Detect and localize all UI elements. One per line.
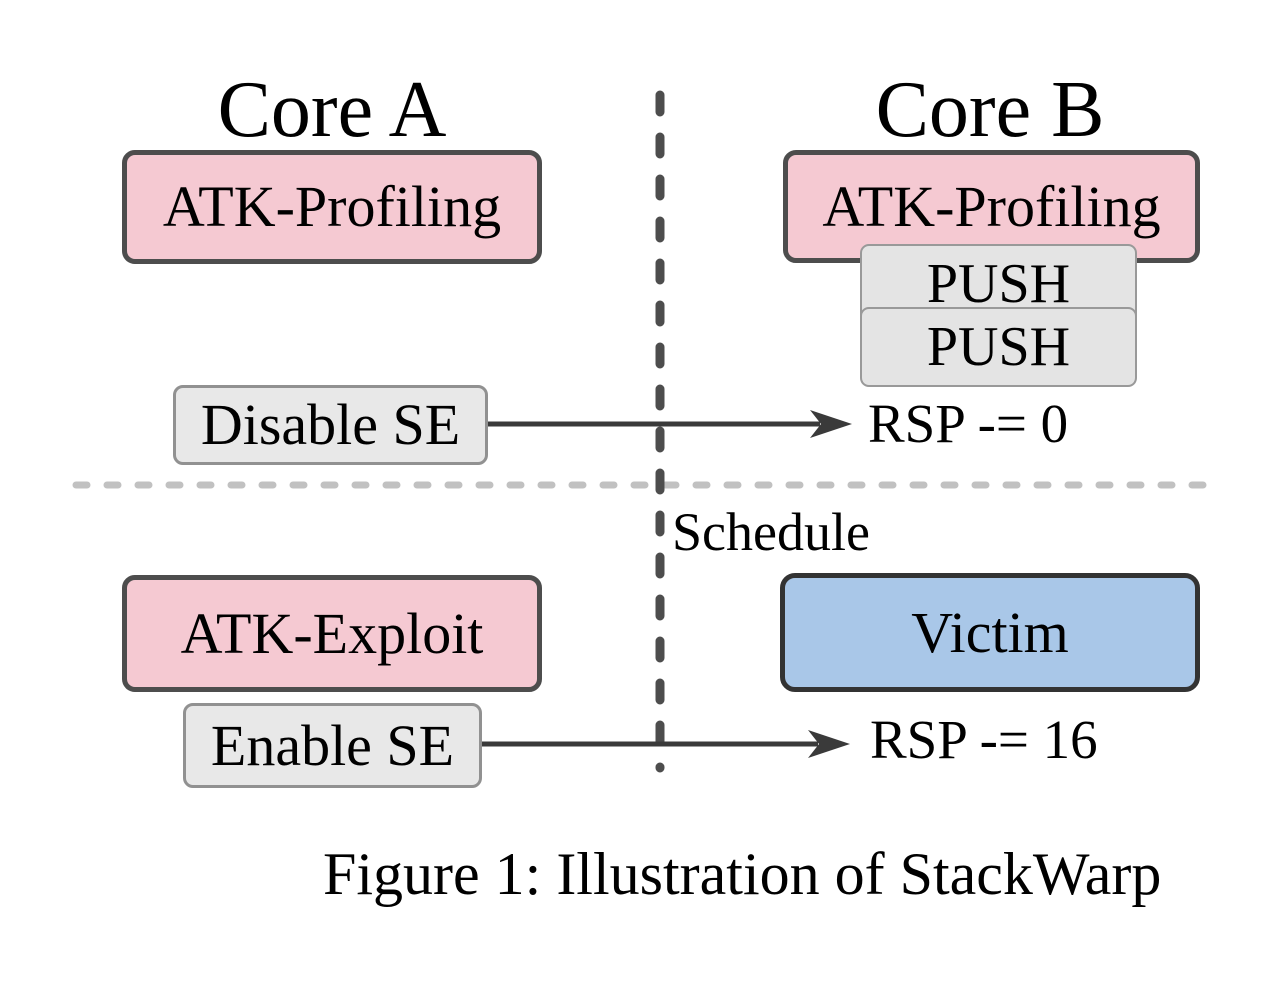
arrow-head-icon xyxy=(810,410,852,438)
rsp-0-label: RSP -= 0 xyxy=(868,393,1069,454)
enable-se-arrow xyxy=(482,730,850,758)
arrow-head-icon xyxy=(808,730,850,758)
atk-profiling-label: ATK-Profiling xyxy=(822,173,1161,239)
atk-exploit-label: ATK-Exploit xyxy=(180,600,484,666)
atk-exploit-box: ATK-Exploit xyxy=(122,575,542,692)
disable-se-arrow xyxy=(488,410,852,438)
push-box-2: PUSH xyxy=(860,307,1137,387)
disable-se-label: Disable SE xyxy=(200,392,461,457)
core-a-title: Core A xyxy=(217,66,447,154)
atk-profiling-box-core-a: ATK-Profiling xyxy=(122,150,542,264)
atk-profiling-label: ATK-Profiling xyxy=(162,174,502,239)
enable-se-box: Enable SE xyxy=(183,703,482,788)
schedule-label: Schedule xyxy=(672,502,870,562)
rsp-16-label: RSP -= 16 xyxy=(870,709,1098,770)
victim-label: Victim xyxy=(911,599,1069,665)
figure-caption: Figure 1: Illustration of StackWarp xyxy=(323,841,1162,907)
push-label: PUSH xyxy=(926,253,1071,315)
atk-profiling-box-core-b: ATK-Profiling xyxy=(783,150,1200,263)
push-label: PUSH xyxy=(926,316,1071,378)
victim-box: Victim xyxy=(780,573,1200,692)
core-b-title: Core B xyxy=(875,66,1105,154)
disable-se-box: Disable SE xyxy=(173,385,488,465)
enable-se-label: Enable SE xyxy=(210,712,455,778)
